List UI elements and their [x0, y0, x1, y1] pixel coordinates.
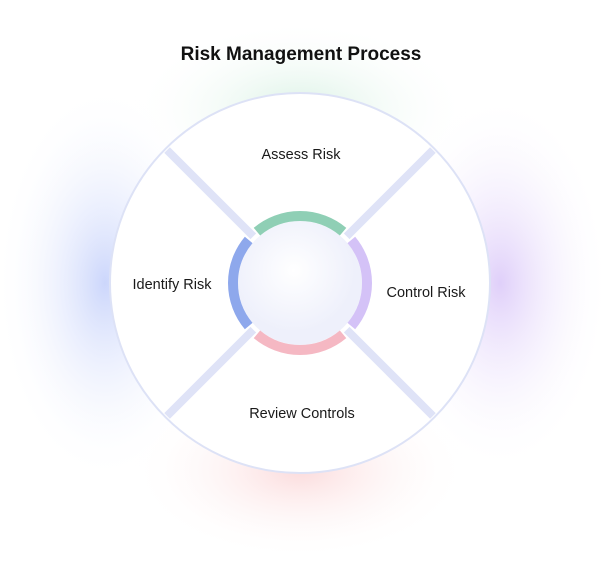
- segment-label-assess-risk: Assess Risk: [262, 147, 342, 163]
- inner-circle: [238, 221, 362, 345]
- divider-line: [343, 326, 436, 419]
- segment-label-identify-risk: Identify Risk: [133, 277, 213, 293]
- divider-gap: [340, 333, 430, 422]
- ring-arc-identify-risk: [228, 236, 253, 330]
- ring-arc-control-risk: [347, 236, 372, 330]
- divider-gap: [350, 153, 439, 243]
- dividers: [161, 144, 439, 422]
- divider-line: [164, 147, 257, 240]
- divider-gap: [170, 144, 260, 233]
- ring-arc-assess-risk: [253, 211, 347, 236]
- divider-line: [343, 147, 436, 240]
- divider-line: [164, 326, 257, 419]
- divider-gap: [161, 323, 250, 413]
- segment-label-control-risk: Control Risk: [387, 285, 467, 301]
- page-title: Risk Management Process: [180, 44, 422, 65]
- segment-label-review-controls: Review Controls: [249, 406, 355, 422]
- ring-arc-review-controls: [253, 330, 347, 355]
